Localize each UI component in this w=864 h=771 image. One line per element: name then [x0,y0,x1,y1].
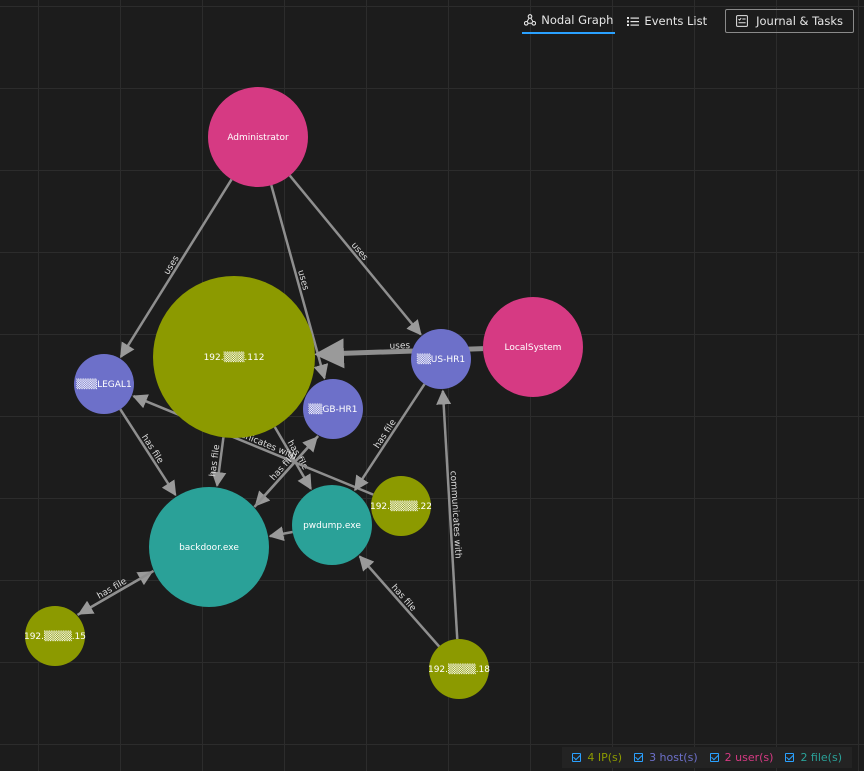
nodal-graph-icon [524,14,537,26]
journal-tasks-label: Journal & Tasks [756,14,843,28]
edge-ushr1-pwdump[interactable] [354,383,426,492]
node-label: ▒▒▒LEGAL1 [76,378,131,390]
node-label: LocalSystem [505,343,562,353]
node-label: 192.▒▒▒▒.18 [428,663,490,675]
node-circle[interactable] [483,297,583,397]
edge-backdoor-gbhr1[interactable] [253,436,318,508]
node-circle[interactable] [292,485,372,565]
edge-label: has file [373,418,399,451]
tab-events-list[interactable]: Events List [625,8,709,34]
node-label: pwdump.exe [303,521,361,531]
edge-ip18-pwdump[interactable] [358,555,441,648]
legend-file-label: 2 file(s) [800,751,842,764]
list-icon [627,16,640,27]
node-label: backdoor.exe [179,543,239,553]
node-type-legend: 4 IP(s) 3 host(s) 2 user(s) 2 file(s) [562,747,852,768]
checkbox-icon [572,753,582,762]
node-label: Administrator [227,133,289,143]
edge-label: has file [389,583,418,614]
node-localsystem[interactable]: LocalSystem [483,297,583,397]
legend-host-toggle[interactable]: 3 host(s) [634,751,698,764]
node-circle[interactable] [429,639,489,699]
tab-nodal-graph-label: Nodal Graph [541,13,614,27]
node-label: ▒▒GB-HR1 [309,403,358,415]
node-label: ▒▒US-HR1 [417,353,465,365]
edge-ip18-ushr1[interactable] [436,389,459,640]
journal-icon [736,15,749,27]
node-circle[interactable] [371,476,431,536]
checkbox-icon [634,753,644,762]
node-legal1[interactable]: ▒▒▒LEGAL1 [74,354,134,414]
legend-ip-toggle[interactable]: 4 IP(s) [572,751,622,764]
node-ip22[interactable]: 192.▒▒▒▒.22 [370,476,432,536]
node-circle[interactable] [149,487,269,607]
node-ip18[interactable]: 192.▒▒▒▒.18 [428,639,490,699]
legend-file-toggle[interactable]: 2 file(s) [785,751,842,764]
legend-ip-label: 4 IP(s) [587,751,623,764]
node-ushr1[interactable]: ▒▒US-HR1 [411,329,471,389]
edge-admin-legal1[interactable] [119,178,233,359]
legend-user-label: 2 user(s) [724,751,774,764]
checkbox-icon [709,753,719,762]
node-circle[interactable] [25,606,85,666]
node-backdoor[interactable]: backdoor.exe [149,487,269,607]
edge-label: has file [139,433,165,466]
journal-tasks-button[interactable]: Journal & Tasks [725,9,854,33]
node-admin[interactable]: Administrator [208,87,308,187]
edge-ip112-pwdump[interactable] [273,426,312,491]
node-pwdump[interactable]: pwdump.exe [292,485,372,565]
node-ip15[interactable]: 192.▒▒▒▒.15 [24,606,86,666]
node-circle[interactable] [303,379,363,439]
node-circle[interactable] [208,87,308,187]
node-circle[interactable] [153,276,315,438]
legend-host-label: 3 host(s) [649,751,698,764]
node-circle[interactable] [74,354,134,414]
node-label: 192.▒▒▒▒.22 [370,500,432,512]
node-circle[interactable] [411,329,471,389]
edge-label: has file [208,444,222,478]
tab-nodal-graph[interactable]: Nodal Graph [522,8,616,34]
node-ip112[interactable]: 192.▒▒▒.112 [153,276,315,438]
edge-ip22-legal1[interactable] [132,394,374,496]
edge-label: uses [389,341,410,352]
tab-events-list-label: Events List [644,14,708,28]
edge-pwdump-backdoor[interactable] [268,526,293,542]
node-label: 192.▒▒▒.112 [204,351,265,363]
legend-user-toggle[interactable]: 2 user(s) [709,751,774,764]
view-toolbar: Nodal Graph Events List [522,8,854,34]
edge-admin-ushr1[interactable] [288,174,422,336]
edge-backdoor-ip15[interactable] [77,569,155,616]
edge-legal1-backdoor[interactable] [119,408,177,497]
node-label: 192.▒▒▒▒.15 [24,630,86,642]
edge-ip112-backdoor[interactable] [211,437,227,488]
node-gbhr1[interactable]: ▒▒GB-HR1 [303,379,363,439]
checkbox-icon [785,753,795,762]
